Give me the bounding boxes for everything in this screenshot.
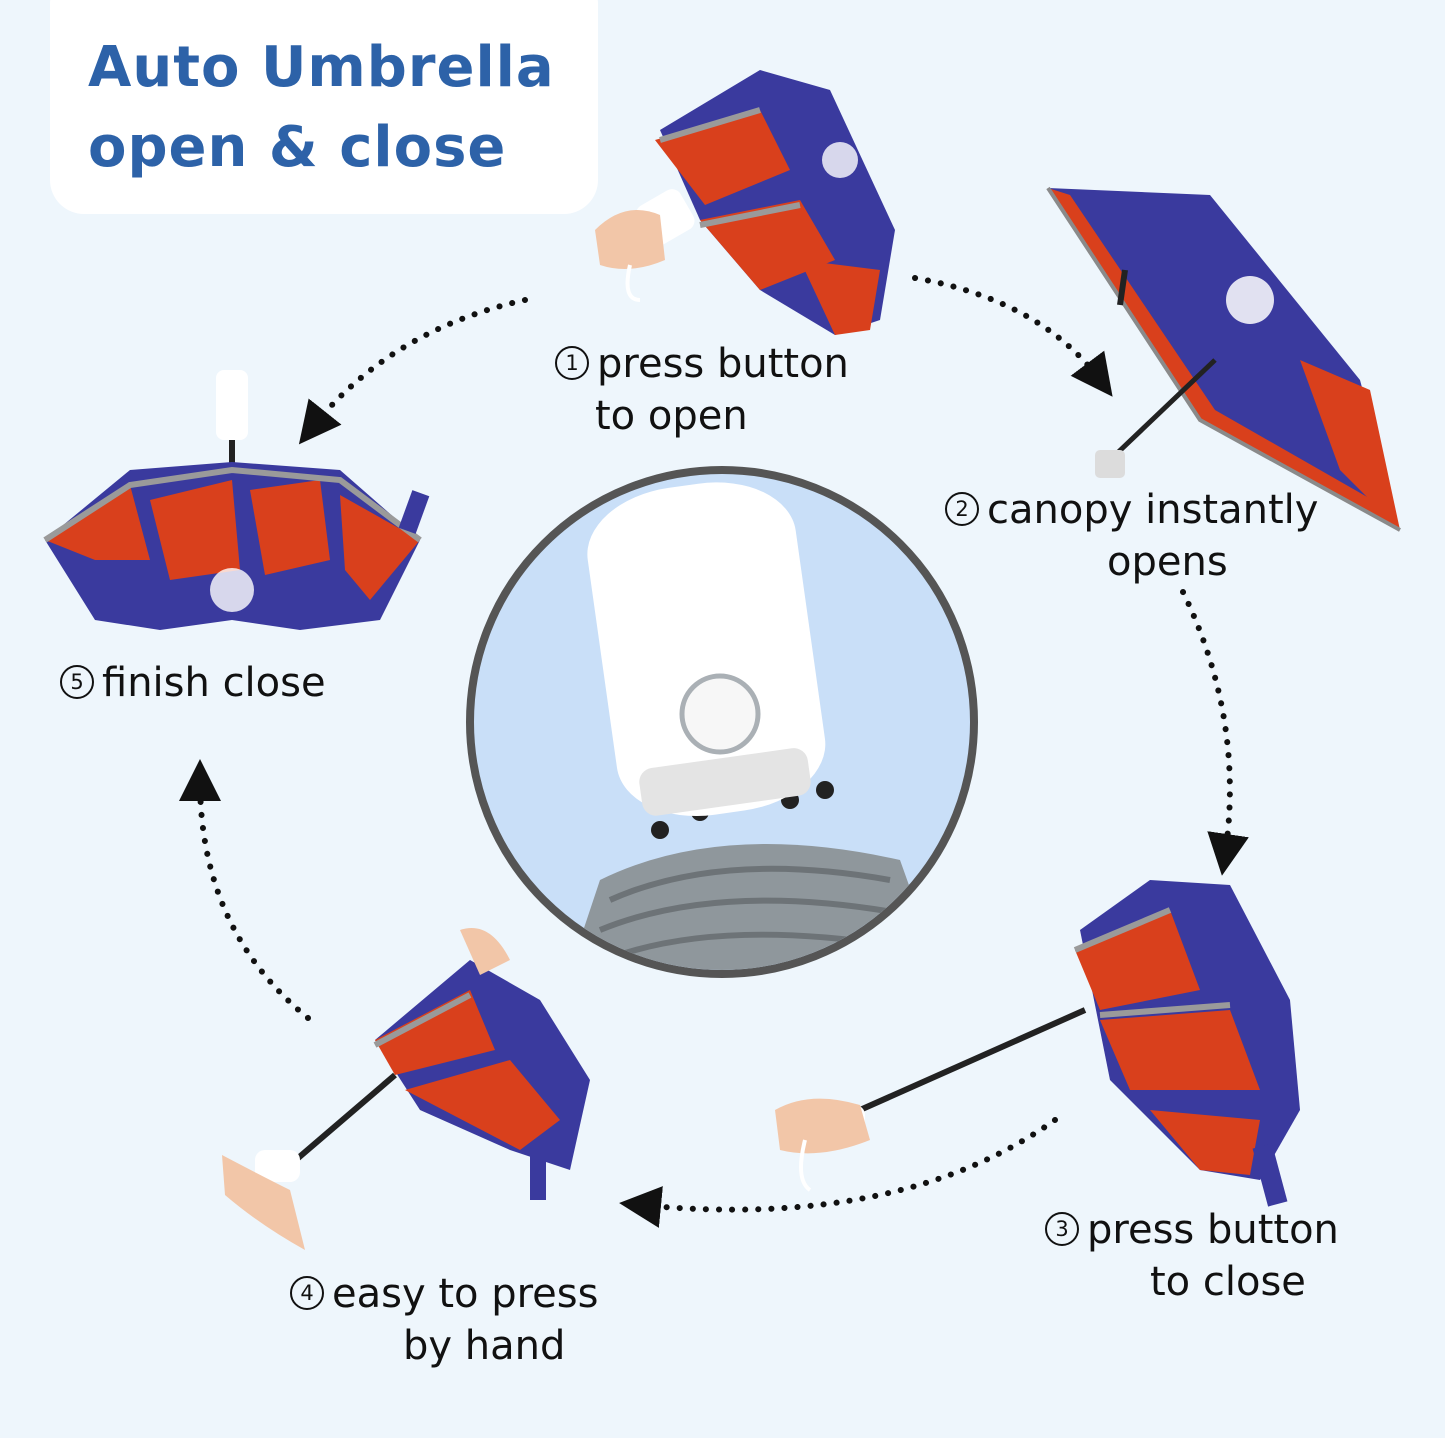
astronaut-icon [822, 142, 858, 178]
handle-button-icon [679, 673, 761, 755]
dotted-arrow-icon [1180, 589, 1249, 876]
title-line-2: open & close [88, 115, 507, 180]
dotted-arrow-icon [179, 759, 311, 1021]
hand-icon [775, 1098, 870, 1154]
step-3-line1: press button [1087, 1207, 1339, 1253]
hand-icon [595, 210, 665, 269]
step-5-number: 5 [60, 665, 94, 699]
step-5-line1: finish close [102, 660, 326, 706]
step3-umbrella-icon [775, 880, 1300, 1207]
step-4-line1: easy to press [332, 1271, 599, 1317]
step-2-line2: opens [1107, 539, 1228, 585]
step1-umbrella-icon [595, 70, 895, 335]
dotted-arrow-icon [298, 297, 528, 445]
step-1-line2: to open [595, 393, 748, 439]
step-1-line1: press button [597, 341, 849, 387]
astronaut-icon [210, 568, 254, 612]
step4-umbrella-icon [222, 928, 590, 1250]
hand-icon [222, 1155, 305, 1250]
step-4-number: 4 [290, 1276, 324, 1310]
step-2-line1: canopy instantly [987, 487, 1319, 533]
dotted-arrow-icon [619, 1117, 1058, 1228]
step-2-number: 2 [945, 492, 979, 526]
title-card [50, 0, 598, 214]
dotted-arrow-icon [912, 275, 1113, 397]
astronaut-icon [1226, 276, 1274, 324]
step-3-line2: to close [1150, 1259, 1306, 1305]
closeup-handle-circle [466, 466, 978, 978]
title-line-1: Auto Umbrella [88, 35, 555, 100]
step2-open-umbrella-icon [1046, 186, 1401, 532]
step5-closed-umbrella-icon [43, 370, 430, 630]
step-4-line2: by hand [403, 1323, 566, 1369]
step-3-number: 3 [1045, 1212, 1079, 1246]
step-1-number: 1 [555, 346, 589, 380]
